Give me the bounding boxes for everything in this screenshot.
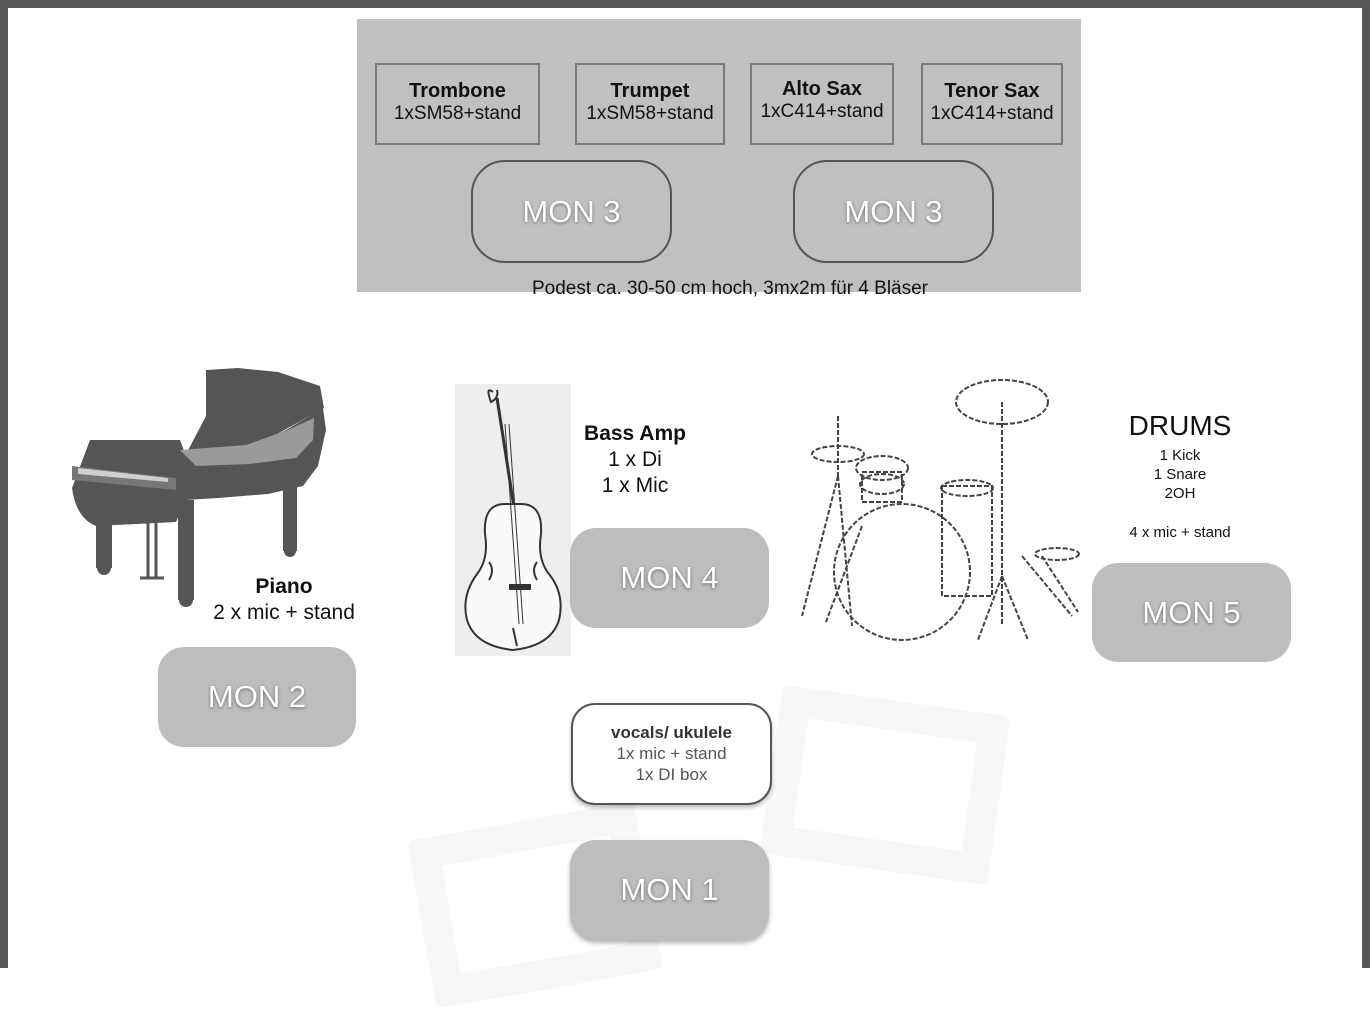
horn-box-alto-sax: Alto Sax 1xC414+stand (750, 63, 894, 145)
drums-kick: 1 Kick (1159, 447, 1201, 464)
double-bass-icon (455, 384, 571, 656)
podium-caption: Podest ca. 30-50 cm hoch, 3mx2m für 4 Bl… (531, 278, 928, 299)
background-shape (759, 684, 1011, 886)
horn-box-tenor-sax: Tenor Sax 1xC414+stand (921, 63, 1063, 145)
horn-mic: 1xC414+stand (760, 101, 884, 122)
monitor-5: MON 5 (1092, 563, 1291, 662)
monitor-4: MON 4 (570, 528, 769, 628)
horn-mic: 1xSM58+stand (393, 103, 522, 124)
piano-detail: 2 x mic + stand (213, 601, 355, 624)
monitor-3-right: MON 3 (793, 160, 994, 263)
horn-box-trombone: Trombone 1xSM58+stand (375, 63, 540, 145)
bass-amp-title: Bass Amp (584, 422, 686, 445)
vocals-mic: 1x mic + stand (616, 744, 727, 763)
monitor-1: MON 1 (570, 840, 769, 940)
horn-mic: 1xSM58+stand (586, 103, 714, 124)
drums-snare: 1 Snare (1153, 466, 1207, 483)
monitor-3-left: MON 3 (471, 160, 672, 263)
horn-name: Trumpet (610, 80, 690, 102)
vocals-title: vocals/ ukulele (611, 723, 732, 742)
horn-box-trumpet: Trumpet 1xSM58+stand (575, 63, 725, 145)
drum-kit-icon (801, 379, 1080, 641)
vocals-box: vocals/ ukulele 1x mic + stand 1x DI box (571, 703, 772, 805)
monitor-2: MON 2 (158, 647, 356, 747)
drums-overheads: 2OH (1164, 485, 1196, 502)
piano-title: Piano (255, 575, 313, 598)
horn-mic: 1xC414+stand (930, 103, 1054, 124)
bass-amp-mic: 1 x Mic (601, 474, 669, 497)
bass-amp-di: 1 x Di (608, 448, 662, 471)
vocals-di: 1x DI box (635, 765, 708, 784)
grand-piano-icon (72, 368, 326, 607)
drums-mics: 4 x mic + stand (1129, 524, 1231, 541)
horn-name: Alto Sax (781, 78, 863, 100)
drums-title: DRUMS (1128, 410, 1232, 441)
horn-name: Trombone (409, 80, 506, 102)
horn-name: Tenor Sax (944, 80, 1040, 102)
